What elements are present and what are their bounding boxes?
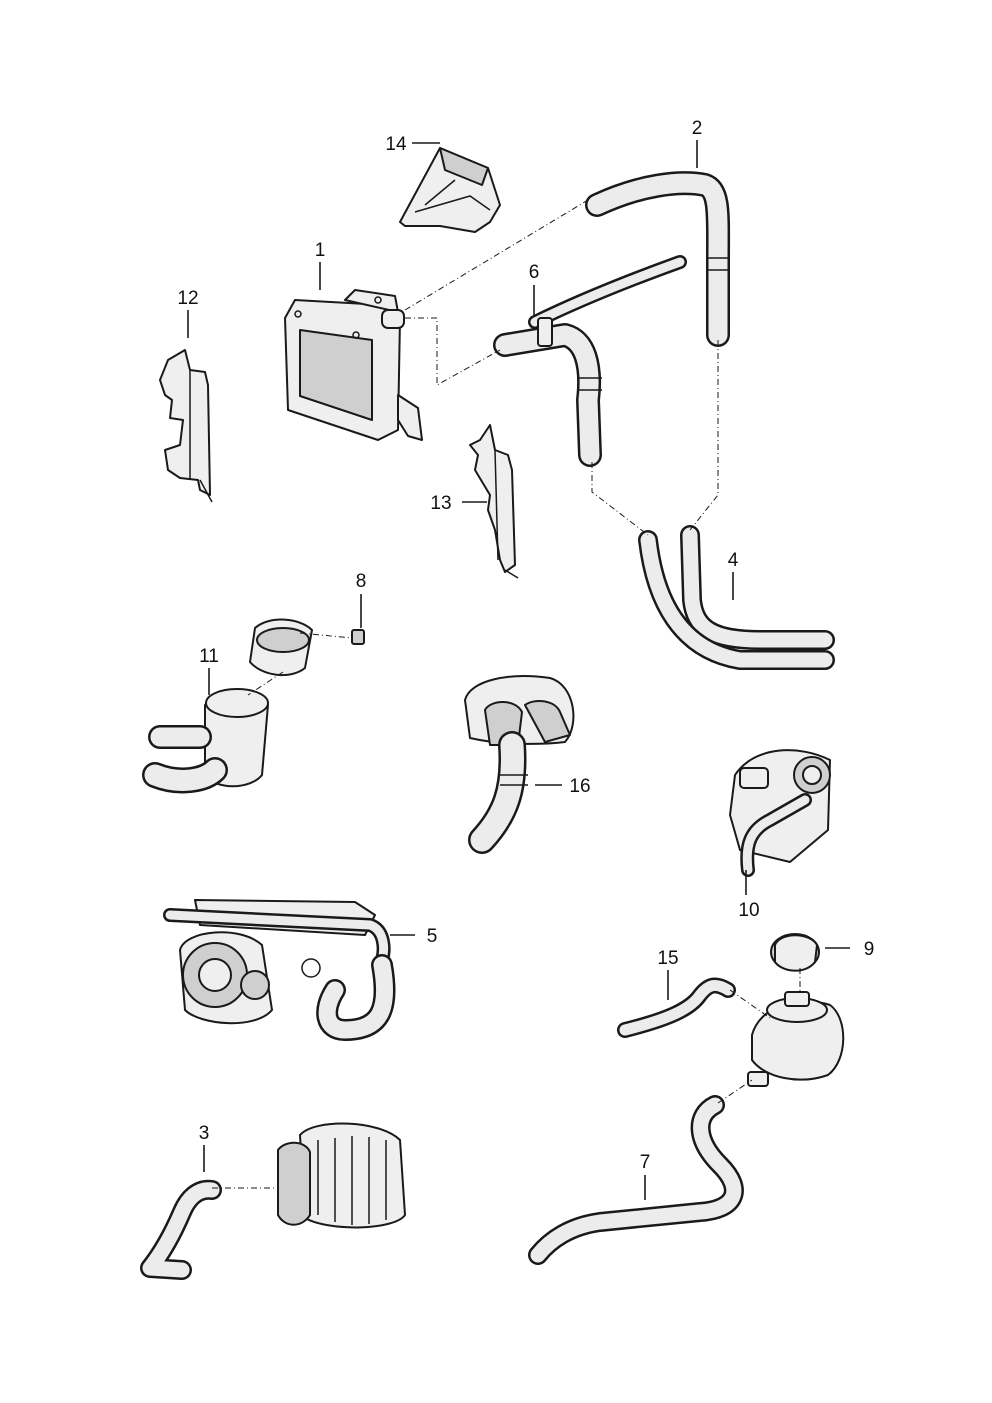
callout-4: 4 [728,550,739,571]
part-15-hose [617,977,736,1038]
callout-8: 8 [356,571,367,592]
callout-numbers: 1 2 3 4 5 6 7 8 9 10 11 12 13 14 15 16 [177,118,874,1173]
callout-2: 2 [692,118,703,139]
callout-7: 7 [640,1152,651,1173]
part-16-connector-hose [464,675,575,854]
leader-lines [187,140,850,1200]
connection-lines [212,199,801,1189]
callout-11: 11 [199,646,219,667]
part-7-hose [528,1095,744,1265]
callout-5: 5 [427,926,438,947]
callout-9: 9 [864,939,875,960]
expansion-tank [747,991,845,1087]
callout-1: 1 [315,240,326,261]
callout-14: 14 [385,134,407,155]
part-13-bracket [469,424,519,579]
part-9-cap [770,933,820,972]
callout-16: 16 [569,776,590,797]
part-12-bracket [159,349,213,503]
part-11-pump [142,618,313,794]
part-2-hose [585,171,731,347]
callout-10: 10 [738,900,759,921]
callout-13: 13 [430,493,451,514]
part-14-air-guide [399,147,501,233]
part-5-hose-assembly [163,899,396,1041]
callout-6: 6 [529,262,540,283]
part-6-hose [493,255,687,467]
part-8-clip [351,629,365,645]
part-4-pipe [638,525,835,670]
part-3-alternator-hose [140,1122,406,1280]
part-1-radiator [284,289,423,441]
callout-3: 3 [199,1123,210,1144]
callout-15: 15 [657,948,678,969]
callout-12: 12 [177,288,198,309]
part-10-assembly [729,749,831,877]
